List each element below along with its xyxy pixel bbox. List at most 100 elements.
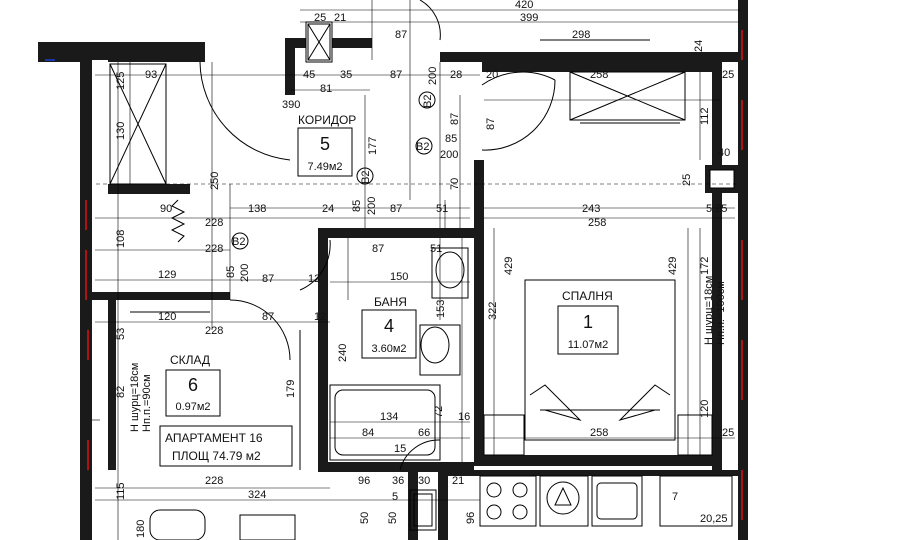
dim-label: 153 (435, 300, 447, 318)
dim-label: 51 (436, 203, 448, 215)
dim-label: 322 (487, 302, 499, 320)
dim-label: 228 (205, 217, 223, 229)
room-corridor: КОРИДОР 5 7.49м2 (297, 113, 356, 177)
room-area-storage: 0.97м2 (175, 401, 210, 413)
window-marks (45, 30, 743, 520)
dim-label: 240 (337, 344, 349, 362)
dim-label: 20 (486, 69, 498, 81)
dim-label: 72 (433, 406, 445, 418)
dim-label: 25 (681, 174, 693, 186)
dim-label: 298 (572, 29, 590, 41)
door-swings (199, 0, 556, 471)
dim-label: 21 (452, 475, 464, 487)
room-number-bedroom: 1 (583, 312, 593, 332)
dimension-labels: 420 399 25 21 87 298 24 93 125 45 35 81 … (115, 0, 734, 538)
dim-label: 420 (515, 0, 533, 11)
bedroom-window-head-note: Нп.п.=100см (715, 281, 727, 345)
dim-label: 172 (699, 257, 711, 275)
room-name-storage: СКЛАД (170, 353, 210, 367)
dim-label: 16 (458, 411, 470, 423)
dim-label: 250 (209, 172, 221, 190)
bedroom-window-sill-note: Н шурц=18см (703, 276, 715, 345)
dim-label: 87 (390, 69, 402, 81)
dim-label: 90 (160, 203, 172, 215)
dim-label: 50 (359, 512, 371, 524)
dim-label: 134 (380, 411, 398, 423)
dim-label: 120 (158, 311, 176, 323)
dim-label: 93 (145, 69, 157, 81)
wall-tag: B2 (360, 171, 372, 184)
dim-label: 87 (390, 203, 402, 215)
dim-label: 20,25 (700, 513, 728, 525)
dim-label: 429 (503, 257, 515, 275)
room-storage: СКЛАД 6 0.97м2 (165, 353, 221, 417)
dim-label: 85 (225, 266, 237, 278)
room-area-corridor: 7.49м2 (307, 161, 342, 173)
dim-label: 7 (672, 491, 678, 503)
dim-label: 82 (115, 386, 127, 398)
dim-label: 200 (440, 149, 458, 161)
room-bathroom: БАНЯ 4 3.60м2 (361, 295, 417, 359)
dim-label: 96 (358, 475, 370, 487)
dim-label: 390 (282, 99, 300, 111)
dim-label: 51 (430, 243, 442, 255)
dim-label: 45 (303, 69, 315, 81)
dim-label: 87 (262, 273, 274, 285)
dim-label: 66 (418, 427, 430, 439)
dim-label: 70 (449, 178, 461, 190)
dim-label: 258 (590, 427, 608, 439)
dim-label: 138 (248, 203, 266, 215)
dim-label: 87 (372, 243, 384, 255)
dim-label: 115 (115, 482, 127, 500)
dim-label: 429 (667, 257, 679, 275)
wall-tag: B2 (422, 95, 434, 108)
dim-label: 50 (387, 512, 399, 524)
apartment-title: АПАРТАМЕНТ 16 (165, 431, 263, 445)
dim-label: 12 (308, 273, 320, 285)
dim-label: 324 (248, 489, 266, 501)
dim-label: 180 (135, 520, 147, 538)
room-name-bathroom: БАНЯ (374, 295, 407, 309)
wall-tag: B2 (232, 236, 245, 248)
wall-tag: B2 (416, 141, 429, 153)
dim-label: 21 (334, 12, 346, 24)
wall-type-tags: B2 B2 B2 B2 (231, 91, 436, 250)
apartment-label: АПАРТАМЕНТ 16 ПЛОЩ 74.79 м2 (159, 425, 293, 467)
dim-label: 200 (239, 264, 251, 282)
dim-label: 87 (395, 29, 407, 41)
dim-label: 129 (158, 269, 176, 281)
dim-label: 24 (322, 203, 334, 215)
dim-label: 108 (115, 230, 127, 248)
dim-label: 5 (392, 491, 398, 503)
dim-label: 112 (699, 107, 711, 125)
dim-label: 87 (485, 118, 497, 130)
dim-label: 200 (366, 197, 378, 215)
dim-label: 85 (351, 200, 363, 212)
room-name-bedroom: СПАЛНЯ (562, 289, 613, 303)
dim-label: 28 (450, 69, 462, 81)
dim-label: 15 (394, 443, 406, 455)
dim-label: 87 (449, 113, 461, 125)
dim-label: 399 (520, 12, 538, 24)
fixtures (109, 23, 733, 540)
dim-label: 177 (367, 137, 379, 155)
dim-label: 25 (722, 427, 734, 439)
dim-label: 243 (582, 203, 600, 215)
dim-label: 24 (693, 40, 705, 52)
dim-label: 81 (320, 83, 332, 95)
dim-label: 150 (390, 271, 408, 283)
storage-window-sill-note: Н шурц=18см (129, 363, 141, 432)
dim-label: 53 (115, 328, 127, 340)
dim-label: 258 (590, 69, 608, 81)
room-area-bedroom: 11.07м2 (568, 339, 608, 351)
dim-label: 179 (285, 380, 297, 398)
dim-label: 36 (392, 475, 404, 487)
walls (38, 0, 748, 540)
dim-label: 25 (722, 69, 734, 81)
dim-label: 125 (115, 72, 127, 90)
dim-label: 258 (588, 217, 606, 229)
room-number-bathroom: 4 (384, 316, 394, 336)
dim-label: 25 (314, 12, 326, 24)
dim-label: 228 (205, 243, 223, 255)
dim-label: 30 (418, 475, 430, 487)
